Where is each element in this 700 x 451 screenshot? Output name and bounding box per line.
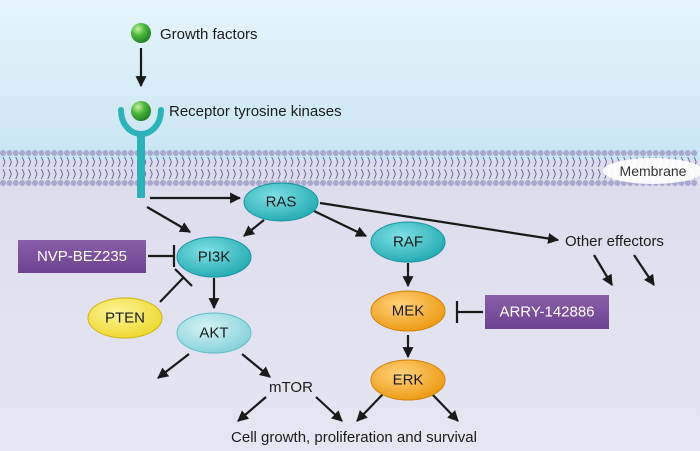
growth-factor-ligand: [131, 23, 151, 43]
other-effectors-label: Other effectors: [565, 233, 664, 250]
nvp-bez235-label: NVP-BEZ235: [37, 248, 127, 265]
receptor-tyrosine-kinase: [118, 101, 164, 198]
growth-factors-label: Growth factors: [160, 26, 258, 43]
membrane-label: Membrane: [603, 158, 700, 184]
arrow-other-effectors-a: [593, 254, 613, 286]
raf-label: RAF: [393, 234, 423, 251]
arrow-akt-to-mtor: [241, 353, 271, 378]
arrow-receptor-to-pi3k: [146, 206, 191, 233]
drug-arry-142886[interactable]: ARRY-142886: [485, 295, 609, 329]
arry-142886-label: ARRY-142886: [499, 304, 594, 321]
ras-label: RAS: [266, 194, 297, 211]
node-akt[interactable]: AKT: [176, 312, 252, 354]
pten-label: PTEN: [105, 310, 145, 327]
node-pi3k[interactable]: PI3K: [176, 236, 252, 278]
arrow-ras-to-raf: [313, 210, 367, 237]
arrow-akt-to-left: [157, 353, 190, 379]
akt-label: AKT: [199, 325, 228, 342]
bound-growth-factor: [131, 101, 151, 121]
outcome-label: Cell growth, proliferation and survival: [231, 429, 477, 446]
arrow-ras-to-pi3k: [243, 219, 265, 237]
arrow-mtor-to-outcome-right: [315, 396, 343, 422]
mtor-label: mTOR: [269, 379, 313, 396]
arrow-erk-to-outcome-left: [356, 393, 384, 422]
node-erk[interactable]: ERK: [370, 359, 446, 401]
receptor-label: Receptor tyrosine kinases: [169, 103, 342, 120]
arrow-mtor-to-outcome-left: [237, 396, 267, 422]
node-mek[interactable]: MEK: [370, 290, 446, 332]
drug-nvp-bez235[interactable]: NVP-BEZ235: [18, 240, 146, 273]
pi3k-label: PI3K: [198, 249, 231, 266]
inhibition-pten-to-pi3k: [159, 268, 193, 303]
membrane-text: Membrane: [620, 163, 687, 179]
arrow-other-effectors-b: [633, 254, 655, 286]
arrow-ras-to-other-effectors: [319, 201, 560, 244]
node-ras[interactable]: RAS: [243, 182, 319, 222]
inhibition-nvp-to-pi3k: [148, 245, 176, 267]
arrow-erk-to-outcome-right: [431, 393, 459, 422]
mek-label: MEK: [392, 303, 425, 320]
node-pten[interactable]: PTEN: [87, 297, 163, 339]
inhibition-arry-to-mek: [455, 301, 483, 323]
extracellular-space: [0, 0, 700, 160]
erk-label: ERK: [393, 372, 424, 389]
node-raf[interactable]: RAF: [370, 221, 446, 263]
